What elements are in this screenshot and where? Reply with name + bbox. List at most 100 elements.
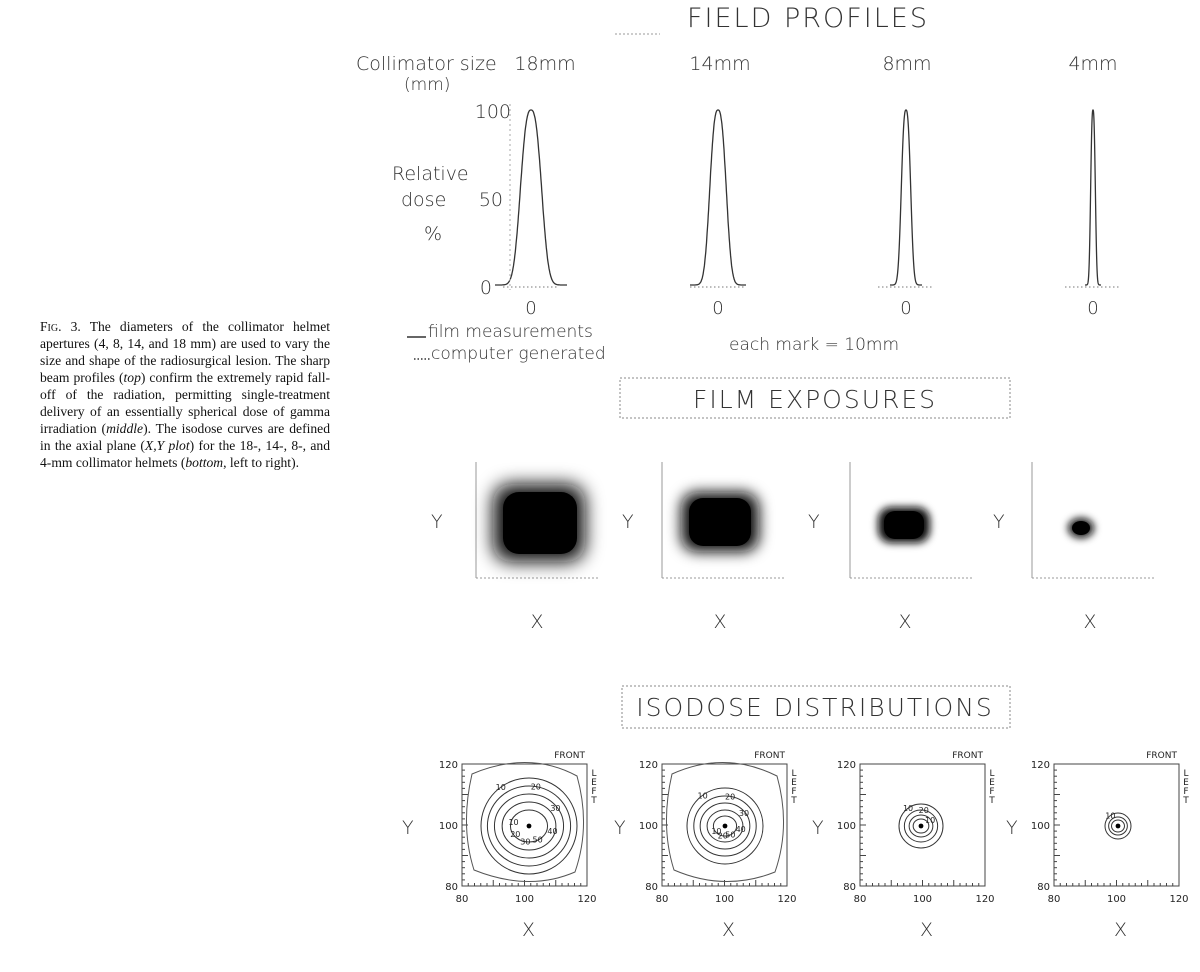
caption-text-1: The diameters of the collimator helmet a… — [40, 319, 330, 385]
front-label: FRONT — [952, 751, 983, 761]
film-exposures-section: FILM EXPOSURES Y X Y X Y X — [431, 377, 1155, 633]
isodose-contour — [693, 795, 757, 857]
y-tick-label: 80 — [445, 882, 458, 893]
isodose-contour-label: 50 — [533, 835, 543, 844]
x-center-18: 0 — [525, 298, 536, 319]
legend-computer-generated: computer generated — [431, 344, 606, 364]
profile-name-4: 4mm — [1068, 53, 1117, 75]
x-tick-label: 80 — [1048, 894, 1061, 905]
y-tick-label: 100 — [439, 821, 458, 832]
profile-name-8: 8mm — [882, 53, 931, 75]
figure-label: Fig. 3. — [40, 319, 81, 334]
profile-name-18: 18mm — [514, 53, 575, 75]
collimator-size-label: Collimator size — [356, 53, 497, 75]
x-tick-label: 80 — [854, 894, 867, 905]
x-center-14: 0 — [712, 298, 723, 319]
y-tick-label: 120 — [639, 760, 658, 771]
isodose-contour — [1108, 816, 1128, 836]
left-label-letter: L — [591, 769, 596, 779]
y-tick-label: 120 — [837, 760, 856, 771]
isodose-contour-label: 10 — [925, 816, 935, 825]
profile-name-14: 14mm — [689, 53, 750, 75]
isodose-contour-label: 20 — [919, 806, 929, 815]
isodose-contour-label: 20 — [725, 792, 735, 801]
isodose-contour — [912, 818, 930, 834]
x-tick-label: 120 — [1169, 894, 1188, 905]
x-tick-label: 120 — [777, 894, 796, 905]
x-tick-label: 100 — [515, 894, 534, 905]
isodose-center-dot — [722, 823, 728, 829]
x-tick-label: 100 — [715, 894, 734, 905]
left-label-letter: F — [1183, 787, 1188, 797]
isodose-x-axis-label: X — [722, 919, 735, 941]
isodose-contour — [480, 777, 578, 875]
left-label-letter: F — [791, 787, 796, 797]
isodose-center-dot — [526, 823, 532, 829]
film-panel-8: Y X — [808, 462, 973, 633]
caption-text-3: ). The isodose curves are defined in the… — [40, 421, 331, 453]
isodose-contour — [486, 785, 572, 867]
x-tick-label: 80 — [456, 894, 469, 905]
collimator-unit-label: (mm) — [404, 75, 450, 95]
left-label-letter: T — [790, 796, 797, 806]
film-panel-4: Y X — [993, 462, 1155, 633]
left-label-letter: E — [591, 778, 597, 788]
isodose-y-axis-label: Y — [614, 817, 626, 839]
profile-curve-8mm — [890, 109, 922, 286]
isodose-contour — [903, 809, 939, 843]
film-y-label-18: Y — [431, 511, 443, 533]
x-tick-label: 80 — [656, 894, 669, 905]
left-label-letter: L — [1183, 769, 1188, 779]
isodose-contour — [493, 793, 565, 859]
left-label-letter: F — [591, 787, 596, 797]
isodose-contour — [1111, 819, 1125, 833]
field-profiles-section: FIELD PROFILES Collimator size (mm) 18mm… — [356, 3, 1121, 364]
isodose-x-axis-label: X — [920, 919, 933, 941]
caption-em-1: top — [123, 370, 141, 385]
ytick-0: 0 — [480, 277, 492, 299]
mark-scale-note: each mark = 10mm — [729, 335, 899, 355]
isodose-contour — [501, 801, 557, 851]
left-label-letter: T — [590, 796, 597, 806]
isodose-contour — [686, 787, 764, 865]
isodose-contour — [509, 809, 549, 843]
isodose-x-axis-label: X — [1114, 919, 1127, 941]
caption-text-2: ) confirm the extremely rapid fall-off o… — [40, 370, 331, 436]
isodose-contour-label: 10 — [1105, 811, 1115, 820]
left-label-letter: F — [989, 787, 994, 797]
film-panel-14: Y X — [622, 462, 785, 633]
film-y-label-4: Y — [993, 511, 1005, 533]
caption-em-4: bottom — [185, 455, 224, 470]
left-label-letter: L — [791, 769, 796, 779]
y-tick-label: 120 — [1031, 760, 1050, 771]
isodose-contour — [1104, 812, 1132, 840]
isodose-contour-label: 40 — [547, 827, 557, 836]
film-x-label-18: X — [530, 611, 543, 633]
y-tick-label: 100 — [639, 821, 658, 832]
y-label-percent: % — [424, 223, 442, 245]
profile-curves — [495, 104, 1121, 290]
y-tick-label: 100 — [1031, 821, 1050, 832]
profile-curve-14mm — [690, 109, 746, 286]
isodose-title: ISODOSE DISTRIBUTIONS — [636, 693, 994, 722]
caption-em-2: middle — [106, 421, 144, 436]
y-tick-label: 80 — [1037, 882, 1050, 893]
isodose-contour-label: 10 — [711, 827, 721, 836]
isodose-x-axis-label: X — [522, 919, 535, 941]
isodose-contour-label: 20 — [531, 783, 541, 792]
y-label-relative: Relative — [392, 163, 469, 185]
film-panel-18: Y X — [431, 462, 600, 633]
isodose-outer-contour — [466, 762, 584, 883]
isodose-contour-label: 20 — [510, 830, 520, 839]
isodose-y-axis-label: Y — [812, 817, 824, 839]
y-tick-label: 100 — [837, 821, 856, 832]
y-tick-label: 80 — [843, 882, 856, 893]
film-x-label-8: X — [898, 611, 911, 633]
legend-film-measurements: film measurements — [428, 322, 593, 342]
caption-text-4: ) for the 18-, 14-, 8-, and 4-mm collima… — [40, 438, 330, 470]
